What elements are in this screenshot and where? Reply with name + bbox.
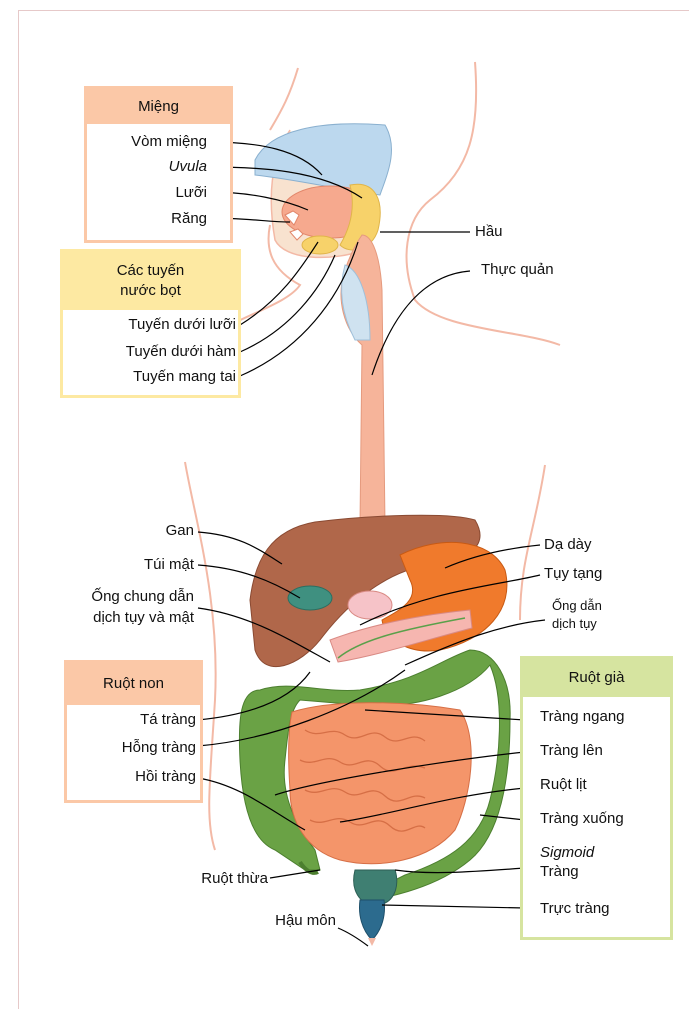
small-intestine xyxy=(289,703,472,864)
label-tuy-tang: Tụy tạng xyxy=(544,565,602,583)
label-vom-mieng: Vòm miệng xyxy=(131,133,207,151)
salivary-title-line1: Các tuyến xyxy=(117,261,185,281)
sublingual-gland xyxy=(302,236,338,254)
label-truc-trang: Trực tràng xyxy=(540,900,610,918)
label-trang-xuong: Tràng xuống xyxy=(540,810,624,828)
label-uvula: Uvula xyxy=(169,158,207,176)
label-trang-len: Tràng lên xyxy=(540,742,603,760)
mouth-box: Miệng xyxy=(84,86,233,243)
label-rang: Răng xyxy=(171,210,207,228)
label-ong-dan-1: Ống dẫn xyxy=(552,597,602,614)
label-tuyen-duoi-luoi: Tuyến dưới lưỡi xyxy=(128,316,236,334)
label-thuc-quan: Thực quản xyxy=(481,261,554,279)
label-ong-chung-2: dịch tụy và mật xyxy=(93,609,194,627)
small-intestine-box-title: Ruột non xyxy=(67,663,200,705)
label-hau: Hầu xyxy=(475,223,503,241)
label-hau-mon: Hậu môn xyxy=(275,912,336,930)
anus xyxy=(368,938,376,946)
label-hoi-trang: Hồi tràng xyxy=(135,768,196,786)
label-gan: Gan xyxy=(166,522,194,540)
label-luoi: Lưỡi xyxy=(175,184,207,202)
rectum xyxy=(360,900,385,940)
label-ong-dan-2: dịch tụy xyxy=(552,615,597,632)
label-trang-ngang: Tràng ngang xyxy=(540,708,625,726)
label-trang: Tràng xyxy=(540,863,579,881)
salivary-box-title: Các tuyến nước bọt xyxy=(63,252,238,310)
mouth-box-title: Miệng xyxy=(87,89,230,124)
label-tuyen-mang-tai: Tuyến mang tai xyxy=(133,368,236,386)
large-intestine-box: Ruột già xyxy=(520,656,673,940)
salivary-title-line2: nước bọt xyxy=(120,281,181,301)
label-ong-chung-1: Ống chung dẫn xyxy=(91,588,194,606)
large-intestine-box-title: Ruột già xyxy=(523,659,670,697)
label-tui-mat: Túi mật xyxy=(144,556,194,574)
label-sigmoid: Sigmoid xyxy=(540,844,594,862)
label-hong-trang: Hỗng tràng xyxy=(122,739,196,757)
label-ruot-lit: Ruột lịt xyxy=(540,776,587,794)
label-ta-trang: Tá tràng xyxy=(140,711,196,729)
gallbladder xyxy=(288,586,332,610)
label-tuyen-duoi-ham: Tuyến dưới hàm xyxy=(126,343,236,361)
label-ruot-thua: Ruột thừa xyxy=(201,870,268,888)
label-da-day: Dạ dày xyxy=(544,536,592,554)
duodenum-bulb xyxy=(348,591,392,619)
